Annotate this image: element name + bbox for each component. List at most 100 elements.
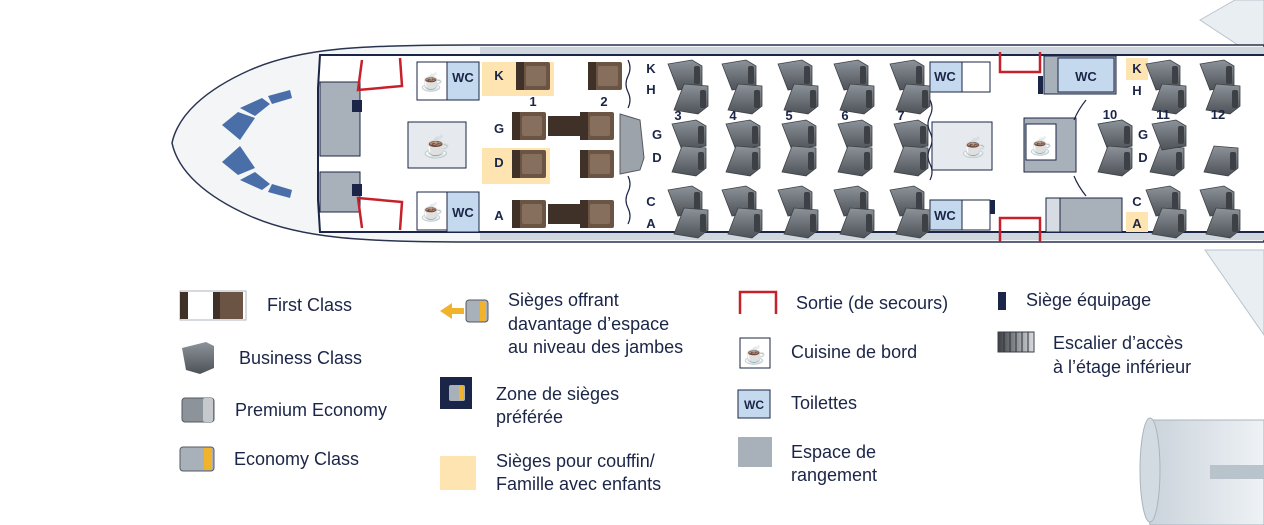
first-class-seat[interactable] [516,62,550,90]
svg-text:☕: ☕ [1030,135,1052,156]
business-class-seat[interactable] [889,59,925,91]
seat-letter: D [494,155,503,170]
business-class-seat[interactable] [1151,83,1187,115]
first-class-seat[interactable] [512,112,546,140]
first-class-console [548,116,580,136]
wc-label: WC [934,208,956,223]
legend-business-class-icon [182,342,214,374]
business-class-seat[interactable] [781,119,817,151]
first-class-seat[interactable] [580,112,614,140]
first-class-seat[interactable] [580,200,614,228]
business-class-seat[interactable] [783,83,819,115]
business-class-seat[interactable] [1145,59,1181,91]
seat-letter: K [494,68,504,83]
wc-front-bottom [446,191,480,233]
storage-rear-bottom [1045,197,1123,233]
wc-label: WC [452,70,474,85]
business-class-seat[interactable] [1097,119,1133,151]
legend-stairs-line1: Escalier d’accès [1053,333,1184,353]
legend-business-class: Business Class [239,348,363,368]
wc-mid-bottom [929,199,991,231]
business-class-seat[interactable] [1151,119,1187,151]
seat-letter: H [646,82,655,97]
business-class-seat[interactable] [671,119,707,151]
wc-mid-top [929,61,991,93]
first-class-console [548,204,580,224]
row-number: 4 [729,108,737,123]
galley-mid-right: ☕ [931,121,993,171]
seat-letter: D [1138,150,1147,165]
business-class-seat[interactable] [1151,207,1187,239]
galley-rear: ☕ [1023,117,1077,173]
wc-label: WC [934,69,956,84]
seat-letter: H [1132,83,1141,98]
row-number: 7 [897,108,904,123]
business-class-seat[interactable] [777,59,813,91]
wc-front-top [446,61,480,101]
business-class-seat[interactable] [783,207,819,239]
business-class-seat[interactable] [837,119,873,151]
business-class-seat[interactable] [1097,145,1133,177]
first-class-seat[interactable] [588,62,622,90]
row-number: 12 [1211,107,1225,122]
wc-label: WC [1075,69,1097,84]
legend-toilets: Toilettes [791,393,858,413]
legend-stairs-line2: à l’étage inférieur [1053,357,1192,377]
business-class-seat[interactable] [721,59,757,91]
first-class-bar [619,113,645,175]
exit-front-top [356,57,404,92]
legend-premium-economy: Premium Economy [235,400,388,420]
legend-extra-legroom-line3: au niveau des jambes [508,337,684,357]
legend-exit-icon [738,290,778,314]
first-class-seat[interactable] [512,200,546,228]
row-number: 1 [529,94,536,109]
legend-crew-seat: Siège équipage [1026,290,1152,310]
business-class-seat[interactable] [727,207,763,239]
business-class-seat[interactable] [667,59,703,91]
business-class-seat[interactable] [781,145,817,177]
business-class-seat[interactable] [895,83,931,115]
business-class-seat[interactable] [1205,207,1241,239]
legend-extra-legroom-line1: Sièges offrant [508,290,619,310]
legend-bassinet-swatch [440,456,476,490]
business-class-seat[interactable] [893,145,929,177]
svg-text:WC: WC [744,398,764,412]
seat-letter: A [1132,216,1142,231]
business-class-seat[interactable] [725,145,761,177]
business-class-seat[interactable] [837,145,873,177]
legend-first-class: First Class [267,295,352,315]
business-class-seat[interactable] [1199,59,1235,91]
business-class-seat[interactable] [727,83,763,115]
business-class-seat[interactable] [895,207,931,239]
seat-letter: C [1132,194,1142,209]
first-class-section [512,62,645,228]
business-class-seat[interactable] [671,145,707,177]
svg-text:☕: ☕ [421,201,443,222]
business-class-seat[interactable] [893,119,929,151]
business-class-seat[interactable] [839,207,875,239]
legend-toilets-icon: WC [737,389,771,419]
svg-text:☕: ☕ [421,71,443,92]
business-class-seat[interactable] [725,119,761,151]
legend-preferred-line2: préférée [496,407,564,427]
legend-exit: Sortie (de secours) [796,293,949,313]
business-class-seat[interactable] [673,83,709,115]
first-class-seat[interactable] [512,150,546,178]
legend-bassinet-line2: Famille avec enfants [496,474,662,494]
business-class-seat[interactable] [1149,145,1185,177]
legend-storage-swatch [738,437,772,467]
legend-stairs-icon [997,331,1035,353]
business-class-seat[interactable] [1203,145,1239,177]
exit-front-bottom [356,196,404,231]
first-class-seat[interactable] [580,150,614,178]
business-class-seat[interactable] [839,83,875,115]
business-class-seat[interactable] [833,59,869,91]
seat-letter: A [494,208,504,223]
business-class-seat[interactable] [1205,83,1241,115]
wc-label: WC [452,205,474,220]
legend-premium-economy-icon [181,397,215,423]
exit-markers [356,52,1042,242]
business-class-seat[interactable] [673,207,709,239]
legend-bassinet-line1: Sièges pour couffin/ [496,451,655,471]
